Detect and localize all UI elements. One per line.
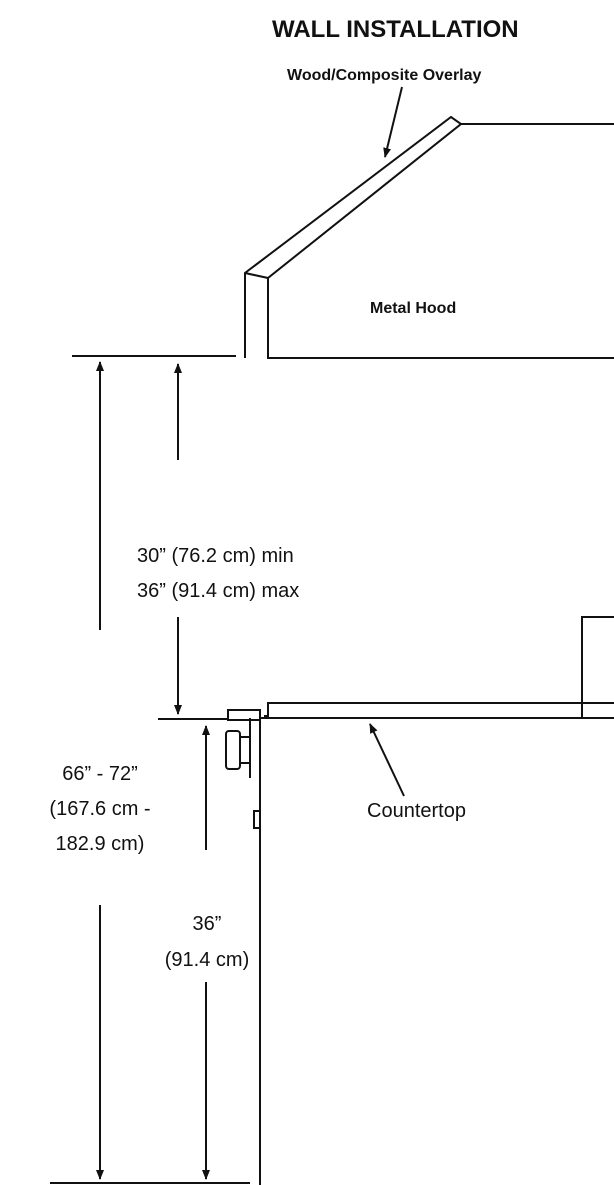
total-height-metric-start: (167.6 cm - [49,798,150,820]
wood-overlay-panel [244,115,463,358]
control-knob-icon [225,709,261,829]
total-height-metric-end: 182.9 cm) [56,833,145,855]
diagram-title: WALL INSTALLATION [272,16,519,43]
overlay-pointer-arrow [383,86,403,158]
countertop-pointer-arrow [369,723,405,797]
overlay-label: Wood/Composite Overlay [287,67,482,84]
counter-height-metric: (91.4 cm) [165,949,249,971]
total-height-imperial: 66” - 72” [62,763,138,785]
hood-clearance-max: 36” (91.4 cm) max [137,580,299,602]
countertop-label: Countertop [367,800,466,822]
countertop [264,702,583,719]
range-body [259,616,614,1185]
metal-hood [267,123,614,359]
hood-label: Metal Hood [370,300,456,317]
hood-clearance-min: 30” (76.2 cm) min [137,545,294,567]
counter-height-imperial: 36” [193,913,222,935]
